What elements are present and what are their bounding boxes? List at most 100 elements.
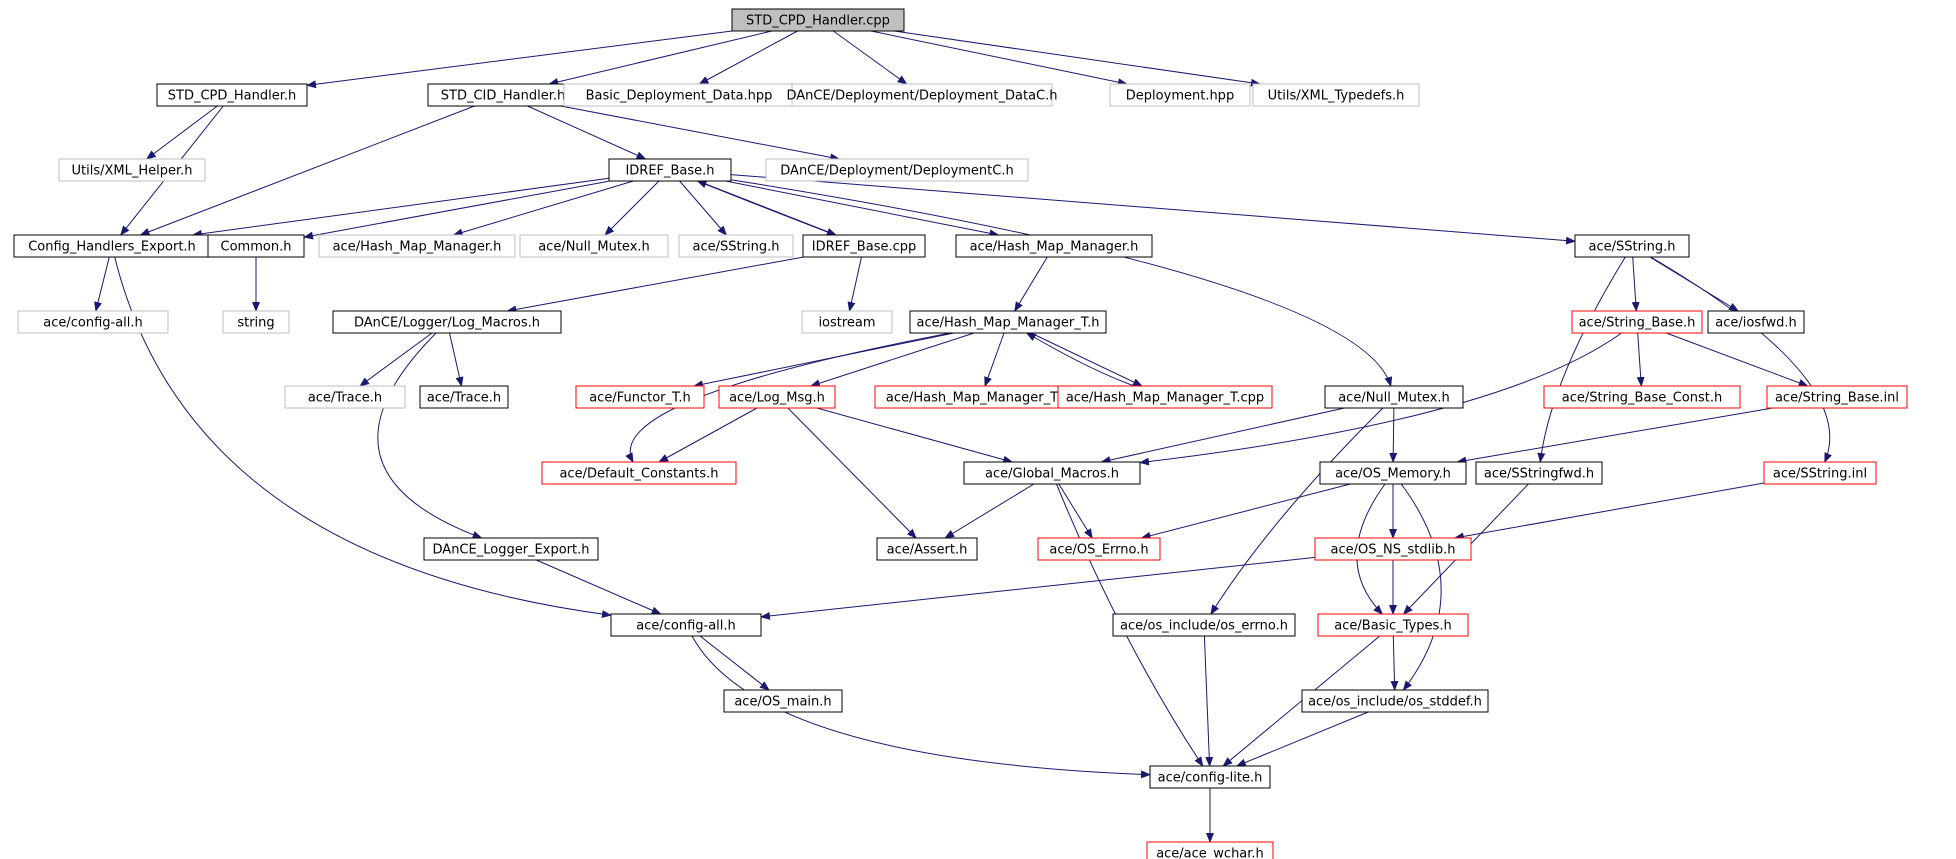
node-label: Deployment.hpp: [1126, 89, 1234, 104]
node-box: [610, 613, 762, 637]
node-n20[interactable]: DAnCE/Logger/Log_Macros.h: [332, 310, 562, 334]
node-box: [731, 8, 905, 32]
node-n23[interactable]: ace/String_Base.h: [1571, 310, 1703, 334]
node-label: ace/String_Base.inl: [1775, 391, 1899, 406]
node-label: ace/os_include/os_stddef.h: [1308, 695, 1482, 710]
node-n10[interactable]: Config_Handlers_Export.h: [13, 234, 211, 258]
edge-n35-n41: [1058, 483, 1093, 539]
edge-n20-n26: [449, 332, 464, 387]
node-n32[interactable]: ace/String_Base_Const.h: [1543, 385, 1741, 409]
node-box: [1314, 537, 1472, 561]
edge-n17-n38: [1650, 256, 1832, 463]
edge-n36-n41: [1140, 483, 1351, 540]
node-n24[interactable]: ace/iosfwd.h: [1707, 310, 1805, 334]
node-box: [1057, 385, 1273, 409]
node-label: ace/iosfwd.h: [1715, 316, 1796, 331]
node-n30[interactable]: ace/Hash_Map_Manager_T.cpp: [1057, 385, 1273, 409]
node-label: ace/Null_Mutex.h: [1338, 391, 1450, 406]
node-n16[interactable]: ace/Hash_Map_Manager.h: [955, 234, 1153, 258]
node-box: [318, 234, 516, 258]
node-n3: Basic_Deployment_Data.hpp: [563, 83, 795, 107]
node-n44[interactable]: ace/os_include/os_errno.h: [1112, 613, 1296, 637]
node-n22[interactable]: ace/Hash_Map_Manager_T.h: [909, 310, 1107, 334]
node-label: ace/Hash_Map_Manager_T.inl: [886, 391, 1076, 406]
edge-n22-n29: [984, 332, 1005, 387]
edge-n2-n8: [527, 105, 647, 160]
node-n26[interactable]: ace/Trace.h: [419, 385, 509, 409]
edge-n0-n1: [306, 30, 733, 89]
node-box: [1319, 461, 1467, 485]
node-n18: ace/config-all.h: [17, 310, 169, 334]
edge-n20-n39: [377, 332, 483, 539]
node-n49[interactable]: ace/ace_wchar.h: [1146, 841, 1274, 859]
node-n48[interactable]: ace/config-lite.h: [1149, 765, 1271, 789]
node-box: [58, 158, 206, 182]
node-label: string: [237, 316, 274, 331]
node-box: [1301, 689, 1489, 713]
node-box: [519, 234, 669, 258]
node-n35[interactable]: ace/Global_Macros.h: [963, 461, 1141, 485]
node-n34[interactable]: ace/Default_Constants.h: [541, 461, 737, 485]
node-box: [801, 310, 893, 334]
edge-n8-n17: [730, 174, 1576, 245]
node-n7: Utils/XML_Helper.h: [58, 158, 206, 182]
node-n45[interactable]: ace/Basic_Types.h: [1317, 613, 1469, 637]
node-n47[interactable]: ace/os_include/os_stddef.h: [1301, 689, 1489, 713]
node-n4: DAnCE/Deployment/Deployment_DataC.h: [787, 83, 1058, 107]
edge-n8-n31: [730, 179, 1393, 387]
node-n17[interactable]: ace/SString.h: [1574, 234, 1690, 258]
node-n40[interactable]: ace/Assert.h: [876, 537, 978, 561]
node-box: [963, 461, 1141, 485]
node-n8[interactable]: IDREF_Base.h: [608, 158, 732, 182]
node-n36[interactable]: ace/OS_Memory.h: [1319, 461, 1467, 485]
node-box: [419, 385, 509, 409]
node-box: [1475, 461, 1603, 485]
node-box: [765, 158, 1029, 182]
node-label: ace/Null_Mutex.h: [538, 240, 650, 255]
node-n33[interactable]: ace/String_Base.inl: [1766, 385, 1908, 409]
node-n29[interactable]: ace/Hash_Map_Manager_T.inl: [874, 385, 1088, 409]
node-label: ace/OS_Errno.h: [1049, 543, 1148, 558]
node-label: DAnCE/Deployment/DeploymentC.h: [780, 164, 1013, 179]
node-box: [17, 310, 169, 334]
node-n41[interactable]: ace/OS_Errno.h: [1037, 537, 1161, 561]
node-box: [909, 310, 1107, 334]
node-label: ace/String_Base_Const.h: [1562, 391, 1722, 406]
node-label: ace/config-all.h: [43, 316, 143, 331]
node-n15[interactable]: IDREF_Base.cpp: [802, 234, 926, 258]
node-n38[interactable]: ace/SString.inl: [1763, 461, 1877, 485]
node-label: ace/Hash_Map_Manager_T.cpp: [1066, 391, 1264, 406]
edge-n8-n16: [725, 180, 1000, 238]
node-box: [1317, 613, 1469, 637]
edge-n0-n4: [833, 30, 908, 85]
node-box: [1707, 310, 1805, 334]
node-n14: ace/SString.h: [678, 234, 794, 258]
node-label: ace/Functor_T.h: [589, 391, 691, 406]
node-box: [575, 385, 705, 409]
node-n27[interactable]: ace/Functor_T.h: [575, 385, 705, 409]
edge-n33-n36: [1456, 407, 1773, 465]
node-box: [802, 234, 926, 258]
node-n1[interactable]: STD_CPD_Handler.h: [156, 83, 308, 107]
node-n37[interactable]: ace/SStringfwd.h: [1475, 461, 1603, 485]
node-label: Config_Handlers_Export.h: [28, 240, 196, 255]
node-box: [723, 689, 843, 713]
node-n46[interactable]: ace/OS_main.h: [723, 689, 843, 713]
edge-n15-n21: [847, 256, 862, 312]
edge-n31-n36: [1389, 407, 1398, 463]
node-box: [1543, 385, 1741, 409]
node-label: DAnCE/Logger/Log_Macros.h: [354, 316, 540, 331]
node-label: ace/Global_Macros.h: [985, 467, 1119, 482]
node-box: [1149, 765, 1271, 789]
node-n42[interactable]: ace/OS_NS_stdlib.h: [1314, 537, 1472, 561]
node-n28[interactable]: ace/Log_Msg.h: [718, 385, 836, 409]
node-n11[interactable]: Common.h: [207, 234, 305, 258]
node-n39[interactable]: DAnCE_Logger_Export.h: [423, 537, 599, 561]
edge-n28-n35: [816, 407, 1014, 464]
node-n43[interactable]: ace/config-all.h: [610, 613, 762, 637]
edge-n43-n48: [691, 635, 1151, 779]
node-label: ace/Trace.h: [427, 391, 501, 406]
node-n31[interactable]: ace/Null_Mutex.h: [1324, 385, 1464, 409]
node-n2[interactable]: STD_CID_Handler.h: [427, 83, 579, 107]
edge-n15-n8: [696, 180, 836, 236]
